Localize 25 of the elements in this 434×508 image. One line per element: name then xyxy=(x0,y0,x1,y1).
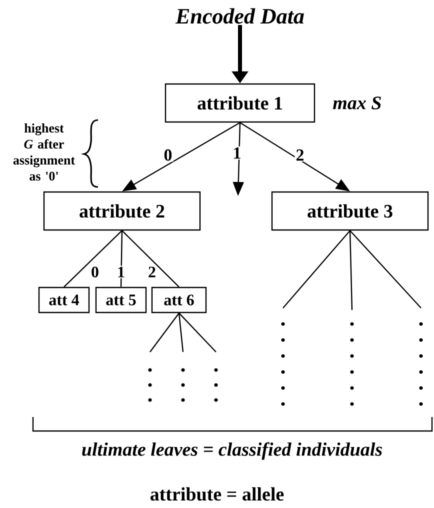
branch-line xyxy=(122,230,180,288)
attribute-box: attribute 3 xyxy=(271,191,429,231)
edge-label: 1 xyxy=(116,266,126,278)
attribute-box: att 4 xyxy=(38,286,90,314)
attribute-box: att 5 xyxy=(95,286,147,314)
caption-text: ultimate leaves = classified individuals xyxy=(82,442,382,460)
edge-label: 0 xyxy=(162,148,174,162)
edge-label: 1 xyxy=(232,146,242,160)
branch-line xyxy=(349,230,353,310)
attribute-box: attribute 1 xyxy=(164,83,316,123)
heading-text: Encoded Data xyxy=(175,8,304,24)
attribute-box: attribute 2 xyxy=(43,191,201,231)
edge-label: 2 xyxy=(294,148,306,162)
branch-line xyxy=(150,312,180,352)
attribute-box: att 6 xyxy=(151,286,207,314)
branch-line xyxy=(178,312,216,352)
edge-label: 0 xyxy=(90,266,100,278)
annotation-text: max S xyxy=(333,96,381,110)
branch-line xyxy=(64,230,122,288)
branch-line xyxy=(282,230,350,308)
edge-label: 2 xyxy=(147,266,157,278)
note-text: highest G after assignment as '0' xyxy=(13,123,75,181)
caption-text: attribute = allele xyxy=(150,487,284,501)
branch-line xyxy=(350,230,422,308)
branch-line xyxy=(178,313,184,352)
